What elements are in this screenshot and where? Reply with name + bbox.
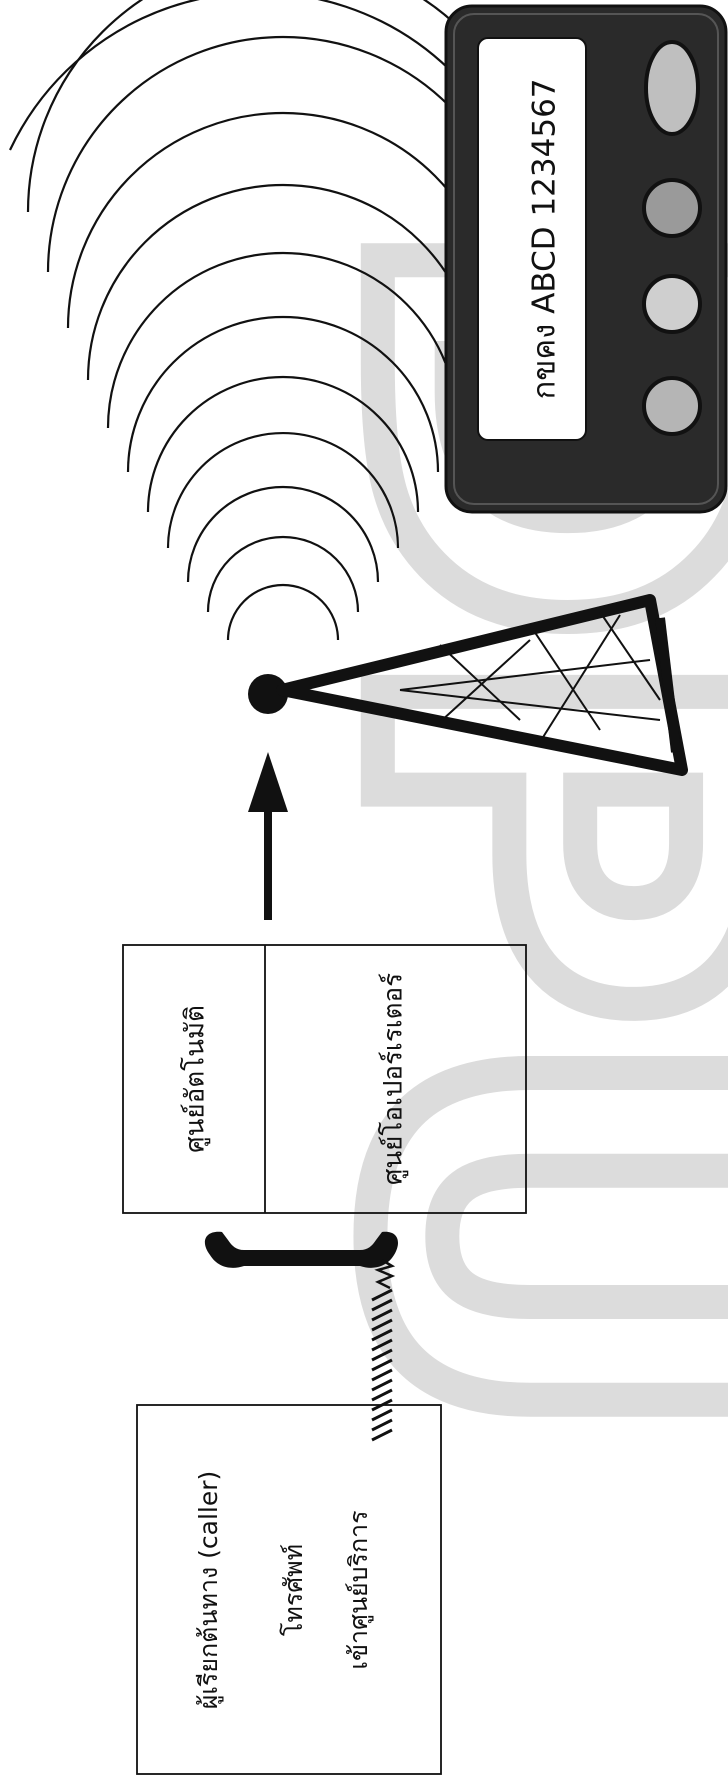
- pager-button-2[interactable]: [642, 274, 702, 334]
- pager-button-1[interactable]: [642, 178, 702, 238]
- pager-button-large[interactable]: [644, 40, 700, 136]
- pager-screen: [477, 37, 587, 441]
- operator-center-label: ศูนย์โอเปอร์เรเตอร์: [378, 973, 409, 1185]
- caller-line-3: เข้าศูนย์บริการ: [344, 1510, 374, 1669]
- caller-line-1: ผู้เรียกต้นทาง (caller): [194, 1471, 224, 1710]
- automatic-center-label: ศูนย์อัตโนมัติ: [180, 1005, 211, 1153]
- service-center-box: ศูนย์อัตโนมัติ ศูนย์โอเปอร์เรเตอร์: [122, 944, 527, 1214]
- pager-icon: กขคง ABCD 1234567: [444, 4, 728, 514]
- telephone-handset-icon: [204, 1231, 398, 1442]
- caller-line-2: โทรศัพท์: [279, 1544, 308, 1636]
- pager-button-3[interactable]: [642, 376, 702, 436]
- caller-box: ผู้เรียกต้นทาง (caller) โทรศัพท์ เข้าศูน…: [136, 1404, 442, 1775]
- arrow-up-icon: [248, 752, 288, 920]
- pager-display-text: กขคง ABCD 1234567: [527, 78, 563, 399]
- antenna-tower-icon: [248, 594, 688, 776]
